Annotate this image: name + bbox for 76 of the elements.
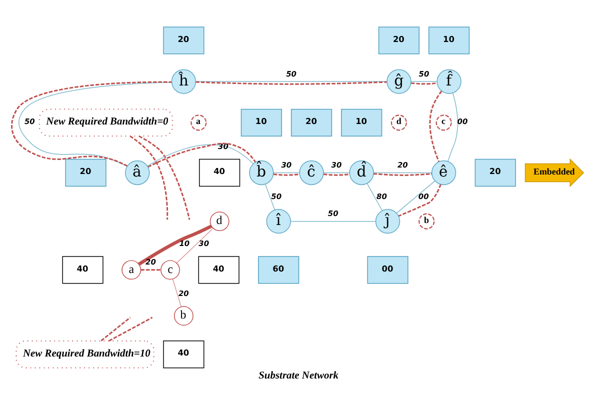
edge-label: 50 — [271, 192, 282, 201]
node-circle: â — [125, 160, 150, 186]
connector — [196, 81, 388, 82]
node-box: 00 — [367, 256, 408, 284]
connector — [396, 180, 436, 214]
edge-label: 20 — [178, 289, 189, 298]
connector — [196, 81, 387, 85]
edge-label: 20 — [146, 258, 156, 267]
edge-label: 30 — [198, 238, 210, 248]
node-box: 40 — [199, 158, 240, 187]
node-box: 10 — [341, 108, 382, 136]
node-box: 20 — [290, 108, 332, 136]
connector — [373, 173, 432, 176]
edge-label: 30 — [218, 142, 228, 151]
edge-label: 00 — [418, 192, 429, 201]
connector — [429, 90, 442, 162]
node-box: 20 — [65, 158, 106, 187]
caption: Substrate Network — [258, 370, 339, 382]
node-box: 20 — [378, 26, 420, 54]
connector — [290, 220, 376, 222]
node-box: 40 — [198, 256, 240, 284]
node-box: 10 — [428, 26, 470, 54]
node-box: 20 — [474, 158, 516, 187]
node-circle: b̂ — [249, 160, 274, 186]
edge-label: 00 — [457, 116, 468, 126]
node-box: New Required Bandwidth=10 — [16, 340, 154, 368]
connector — [172, 278, 182, 308]
node-circle: d — [390, 114, 407, 131]
connector — [264, 184, 276, 210]
connector — [323, 174, 350, 176]
edge-label: 50 — [328, 209, 338, 218]
node-circle: a — [122, 260, 142, 280]
node-box: 10 — [240, 108, 282, 136]
edge-label: 50 — [24, 116, 35, 126]
connector — [373, 172, 432, 174]
connector — [273, 172, 300, 174]
connector — [410, 82, 438, 85]
node-circle: a — [190, 114, 207, 131]
connector — [410, 81, 438, 82]
connector — [100, 316, 131, 342]
node-box: 40 — [163, 340, 204, 368]
node-box: New Required Bandwidth=0 — [38, 108, 174, 137]
connector — [323, 172, 350, 174]
node-circle: d — [210, 212, 230, 232]
connector — [108, 316, 153, 342]
node-circle: ĉ — [299, 160, 324, 186]
node-box: 60 — [258, 256, 300, 284]
node-circle: ĵ — [375, 209, 400, 234]
node-box: 20 — [163, 26, 204, 54]
connector — [138, 135, 190, 220]
node-circle: î — [266, 209, 291, 234]
connector — [138, 224, 212, 266]
connector — [447, 92, 458, 162]
node-circle: d̂ — [349, 160, 374, 186]
edge-label: 30 — [331, 160, 342, 170]
connector — [140, 269, 161, 271]
edge-label: 10 — [179, 238, 190, 248]
connector — [273, 174, 300, 176]
connector — [366, 183, 383, 211]
node-circle: f̂ — [436, 69, 462, 94]
node-circle: c — [436, 114, 452, 131]
node-circle: b — [418, 213, 435, 230]
connector — [130, 136, 168, 220]
node-circle: c — [160, 260, 180, 280]
edge-label: 50 — [286, 69, 296, 78]
node-circle: ĥ — [171, 69, 196, 94]
node-circle: b — [174, 306, 194, 326]
connector — [398, 184, 442, 217]
edge-label: 50 — [418, 69, 430, 78]
node-circle: ĝ — [386, 69, 412, 94]
node-box: 40 — [62, 256, 104, 284]
edge-label: 20 — [397, 160, 408, 170]
connector — [176, 228, 214, 264]
node-circle: ê — [431, 160, 456, 186]
edge-label: 30 — [281, 160, 292, 170]
edge-label: 80 — [376, 192, 387, 201]
